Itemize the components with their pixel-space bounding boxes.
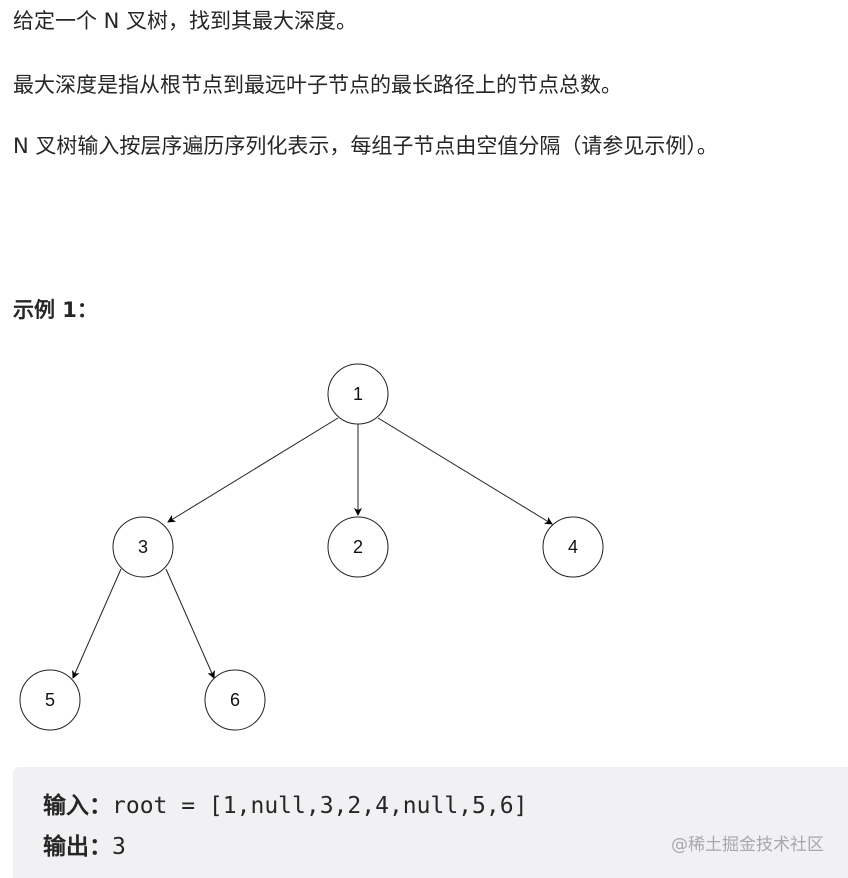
output-label: 输出： (43, 834, 112, 860)
tree-node-2 (327, 516, 389, 578)
example-title: 示例 1： (13, 298, 98, 322)
tree-node-label: 2 (353, 537, 363, 557)
watermark: @稀土掘金技术社区 (671, 835, 824, 855)
edge-1-4 (377, 417, 553, 525)
input-line: 输入：root = [1,null,3,2,4,null,5,6] (43, 791, 527, 821)
output-line: 输出：3 (43, 832, 126, 862)
input-label: 输入： (43, 793, 112, 819)
edge-3-5 (72, 568, 122, 679)
description-paragraph-2: 最大深度是指从根节点到最远叶子节点的最长路径上的节点总数。 (13, 73, 622, 97)
tree-node-label: 1 (353, 384, 363, 404)
tree-node-4 (542, 516, 604, 578)
tree-node-label: 3 (138, 537, 148, 557)
tree-node-5 (19, 669, 81, 731)
example-code-block: 输入：root = [1,null,3,2,4,null,5,6] 输出：3 @… (13, 767, 848, 878)
tree-node-3 (112, 516, 174, 578)
tree-node-label: 4 (568, 537, 578, 557)
input-value: root = [1,null,3,2,4,null,5,6] (112, 793, 528, 819)
output-value: 3 (112, 834, 126, 860)
tree-node-label: 6 (230, 690, 240, 710)
tree-node-6 (204, 669, 266, 731)
description-paragraph-3: N 叉树输入按层序遍历序列化表示，每组子节点由空值分隔（请参见示例）。 (13, 134, 718, 158)
description-paragraph-1: 给定一个 N 叉树，找到其最大深度。 (13, 9, 358, 33)
tree-node-label: 5 (45, 690, 55, 710)
tree-node-1 (327, 363, 389, 425)
edge-1-3 (167, 417, 339, 523)
edge-3-6 (165, 568, 215, 679)
n-ary-tree-diagram: 1 3 2 4 5 6 (19, 363, 604, 731)
